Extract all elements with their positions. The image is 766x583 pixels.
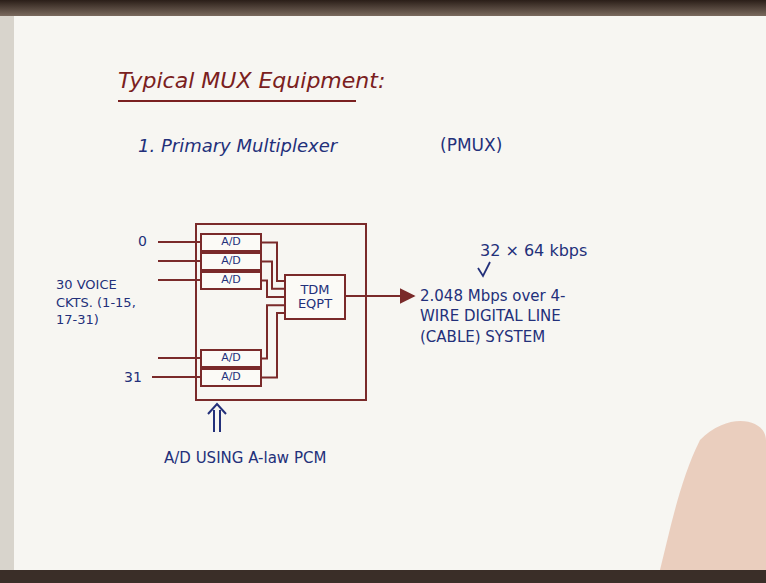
- board-shadow: [0, 16, 14, 570]
- input-line: [152, 376, 200, 378]
- ad-converter-box: A/D: [200, 252, 262, 271]
- rate-note: 32 × 64 kbps: [480, 240, 587, 262]
- input-line: [158, 357, 200, 359]
- board-edge: [0, 570, 766, 583]
- box-text: A/D: [221, 352, 241, 364]
- channel-number: 0: [138, 232, 147, 251]
- output-note: 2.048 Mbps over 4-WIRE DIGITAL LINE (CAB…: [420, 286, 600, 347]
- signal-wire: [262, 262, 284, 289]
- abbreviation: (PMUX): [440, 134, 502, 157]
- box-text: TDM EQPT: [293, 283, 337, 312]
- pmux-housing: [196, 224, 366, 400]
- box-text: A/D: [221, 274, 241, 286]
- hand: [660, 421, 766, 570]
- title: Typical MUX Equipment:: [118, 66, 385, 96]
- ad-converter-box: A/D: [200, 349, 262, 368]
- input-note: 30 VOICE CKTS. (1-15, 17-31): [56, 276, 152, 329]
- box-text: A/D: [221, 255, 241, 267]
- input-line: [158, 241, 200, 243]
- ad-converter-box: A/D: [200, 233, 262, 252]
- output-arrow: [346, 295, 414, 297]
- box-text: A/D: [221, 236, 241, 248]
- input-line: [158, 260, 200, 262]
- board-edge: [0, 0, 766, 16]
- method-note: A/D USING A-law PCM: [164, 448, 326, 468]
- input-line: [158, 279, 200, 281]
- channel-number: 31: [124, 368, 142, 387]
- tdm-equipment-box: TDM EQPT: [284, 274, 346, 320]
- ad-converter-box: A/D: [200, 368, 262, 387]
- signal-wire: [262, 281, 284, 298]
- title-underline: [118, 100, 356, 102]
- signal-wire: [262, 313, 284, 377]
- section-heading: 1. Primary Multiplexer: [138, 134, 337, 158]
- ad-converter-box: A/D: [200, 271, 262, 290]
- check-mark: [478, 262, 490, 276]
- box-text: A/D: [221, 371, 241, 383]
- double-up-arrow: [208, 404, 226, 432]
